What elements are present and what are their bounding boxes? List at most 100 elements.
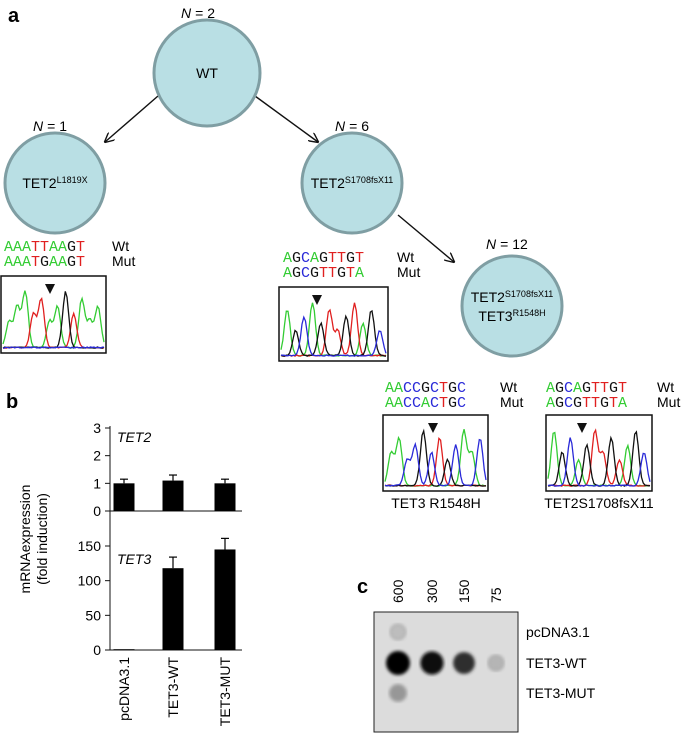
mut-label: Mut — [657, 394, 680, 410]
mut-label: Mut — [397, 264, 420, 280]
gene-name: TET2 — [22, 175, 56, 191]
mutation-superscript: S1708fsX11 — [345, 175, 393, 185]
chromatogram-trace — [2, 290, 105, 349]
base-letter: G — [67, 239, 76, 256]
base-letter: C — [403, 395, 412, 412]
base-letter: A — [394, 395, 403, 412]
base-letter: T — [40, 239, 49, 256]
mut-sequence: AAATGAAGT — [4, 254, 85, 271]
node-double-label-line2: TET3R1548H — [478, 308, 545, 324]
mut-label: Mut — [500, 394, 523, 410]
base-letter: A — [385, 380, 394, 397]
base-letter: G — [292, 250, 301, 267]
n-symbol: N — [486, 236, 497, 252]
n-value: = 1 — [47, 118, 67, 134]
node-wt-label: WT — [196, 65, 218, 81]
base-letter: G — [40, 254, 49, 271]
base-letter: A — [385, 395, 394, 412]
node-double-label-line1: TET2S1708fsX11 — [471, 289, 554, 305]
base-letter: T — [76, 254, 85, 271]
wt-label: Wt — [657, 379, 674, 395]
base-letter: A — [618, 395, 627, 412]
wt-sequence: AAATTAAGT — [4, 239, 85, 256]
base-letter: G — [573, 395, 582, 412]
bar — [113, 649, 135, 650]
node-double-mutant: N= 12 TET2S1708fsX11 TET3R1548H — [460, 236, 564, 358]
chromatogram-frame — [545, 414, 653, 492]
base-letter: G — [337, 265, 346, 282]
node-double-count: N= 12 — [486, 236, 528, 252]
mutation-superscript: R1548H — [513, 308, 546, 318]
node-tet2-s1708-circle — [300, 131, 404, 235]
base-letter: A — [283, 265, 292, 282]
base-letter: A — [4, 239, 13, 256]
base-letter: T — [328, 250, 337, 267]
x-category-label: TET3-MUT — [217, 657, 233, 727]
base-letter: T — [319, 265, 328, 282]
panel-label-a: a — [8, 5, 20, 27]
base-letter: T — [591, 380, 600, 397]
gene-name: TET3 — [478, 308, 512, 324]
base-letter: A — [58, 239, 67, 256]
chromatogram-trace — [547, 437, 651, 487]
base-letter: C — [412, 380, 421, 397]
base-letter: A — [22, 254, 31, 271]
base-letter: T — [355, 250, 364, 267]
mutation-arrow-icon — [428, 423, 438, 433]
node-tet2-l1819x: N= 1 TET2L1819X — [3, 118, 107, 235]
wt-label: Wt — [397, 249, 414, 265]
base-letter: G — [421, 380, 430, 397]
mutation-superscript: S1708fsX11 — [505, 289, 553, 299]
n-symbol: N — [335, 118, 346, 134]
base-letter: T — [439, 395, 448, 412]
base-letter: T — [346, 265, 355, 282]
node-wt-count: N= 2 — [181, 5, 215, 21]
sequence-caption: TET2S1708fsX11 — [544, 495, 654, 511]
mutation-arrow-icon — [577, 423, 587, 433]
mutation-superscript: L1819X — [57, 175, 88, 185]
series-name-label: TET3 — [117, 551, 151, 567]
n-value: = 6 — [349, 118, 369, 134]
blot-dot — [420, 651, 444, 675]
base-letter: C — [564, 380, 573, 397]
node-tet2-l1819x-label: TET2L1819X — [22, 175, 87, 191]
node-tet2-l1819x-count: N= 1 — [33, 118, 67, 134]
base-letter: C — [564, 395, 573, 412]
dot-blot-row-label: TET3-MUT — [526, 685, 596, 701]
arrow-tet2-s1708-to-double — [397, 214, 454, 262]
wt-label: Wt — [500, 379, 517, 395]
base-letter: A — [355, 265, 364, 282]
wt-sequence: AGCAGTTGT — [546, 380, 627, 397]
wt-sequence: AGCAGTTGT — [283, 250, 364, 267]
base-letter: G — [582, 380, 591, 397]
base-letter: T — [328, 265, 337, 282]
concentration-label: 600 — [390, 579, 406, 603]
panel-label-b: b — [6, 391, 18, 413]
base-letter: A — [546, 380, 555, 397]
base-letter: T — [31, 239, 40, 256]
chromatogram-trace — [384, 438, 487, 487]
n-value: = 2 — [195, 5, 215, 21]
base-letter: G — [448, 395, 457, 412]
x-category-label: TET3-WT — [165, 657, 181, 718]
blot-dot — [386, 651, 410, 675]
concentration-label: 150 — [456, 579, 472, 603]
chromatogram-frame — [278, 286, 389, 362]
mut-label: Mut — [112, 253, 135, 269]
base-letter: G — [555, 395, 564, 412]
base-letter: A — [573, 380, 582, 397]
base-letter: G — [448, 380, 457, 397]
base-letter: G — [310, 265, 319, 282]
base-letter: T — [591, 395, 600, 412]
base-letter: A — [22, 239, 31, 256]
node-tet2-s1708-count: N= 6 — [335, 118, 369, 134]
gene-name: TET2 — [311, 175, 345, 191]
base-letter: C — [457, 395, 466, 412]
base-letter: G — [292, 265, 301, 282]
base-letter: C — [457, 380, 466, 397]
base-letter: C — [412, 395, 421, 412]
mutation-arrow-icon — [312, 295, 322, 305]
